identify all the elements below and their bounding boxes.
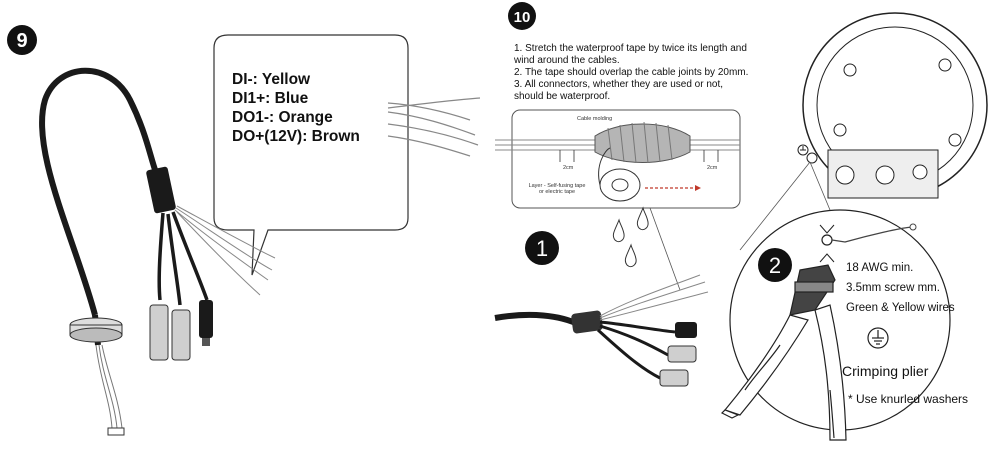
callout-1 (525, 231, 559, 265)
callout-2-number: 2 (769, 253, 781, 278)
layer-label-line1: Layer - Self-fusing tape (528, 183, 586, 189)
spec-screw: 3.5mm screw mm. (846, 282, 940, 294)
crimping-plier (720, 264, 847, 441)
tape-roll (598, 147, 641, 202)
audio-connector (199, 300, 213, 338)
speech-bubble (213, 34, 409, 276)
callout-2 (758, 248, 792, 282)
main-cable (39, 67, 163, 316)
instruction-line-5: should be waterproof. (514, 91, 611, 102)
spec-awg: 18 AWG min. (846, 262, 914, 274)
callout-1-number: 1 (536, 236, 548, 261)
step10-power-connector (659, 369, 689, 387)
knurled-washer-note: * Use knurled washers (848, 392, 969, 406)
bubble-wires (387, 97, 481, 157)
ground-icon (867, 327, 889, 349)
step9-number: 9 (16, 30, 27, 52)
connectors (149, 300, 213, 361)
instruction-line-3: 2. The tape should overlap the cable joi… (514, 67, 749, 78)
junction-sleeve (146, 166, 176, 214)
step10-badge (508, 2, 536, 30)
rubber-grommet (69, 317, 123, 343)
camera-base (802, 12, 988, 199)
grounding-specs: 18 AWG min. 3.5mm screw mm. Green & Yell… (846, 258, 955, 318)
legend-line-do1: DO1-: Orange (232, 109, 333, 126)
step9-illustration: 9 (7, 25, 481, 436)
dim-left-label: 2cm (563, 165, 574, 171)
step10-audio-connector (675, 322, 697, 338)
instruction-line-1: 1. Stretch the waterproof tape by twice … (514, 43, 747, 54)
alarm-wires (174, 205, 276, 296)
bottom-wires (95, 344, 123, 429)
step9-badge (7, 25, 37, 55)
taped-section (594, 123, 691, 163)
network-connector (149, 304, 169, 361)
step10-network-connector (667, 345, 697, 363)
layer-label-line2: or electric tape (538, 189, 576, 195)
small-plug (107, 427, 125, 436)
ring-terminal (821, 223, 917, 246)
legend-line-do12v: DO+(12V): Brown (232, 128, 360, 145)
dimension-markers (559, 150, 719, 162)
step10-illustration: 10 (494, 2, 988, 441)
legend-line-di1: DI1+: Blue (232, 90, 309, 107)
tape-instructions: 1. Stretch the waterproof tape by twice … (514, 43, 748, 103)
dim-right-label: 2cm (707, 165, 718, 171)
step10-main-cable (494, 311, 582, 328)
connector-branches (157, 211, 209, 306)
crimping-plier-label: Crimping plier (842, 363, 929, 379)
step10-sleeve (571, 310, 603, 334)
instruction-line-4: 3. All connectors, whether they are used… (514, 79, 724, 90)
spec-wires: Green & Yellow wires (846, 302, 955, 314)
wire-color-legend: DI-: Yellow DI1+: Blue DO1-: Orange DO+(… (232, 70, 360, 146)
legend-line-di: DI-: Yellow (232, 71, 311, 88)
cable-molding-label: Cable molding (577, 116, 613, 122)
layer-label: Layer - Self-fusing tape or electric tap… (522, 183, 592, 195)
power-connector (171, 309, 191, 361)
instruction-line-2: wind around the cables. (514, 55, 620, 66)
step10-number: 10 (514, 9, 531, 26)
water-drops (612, 206, 649, 268)
